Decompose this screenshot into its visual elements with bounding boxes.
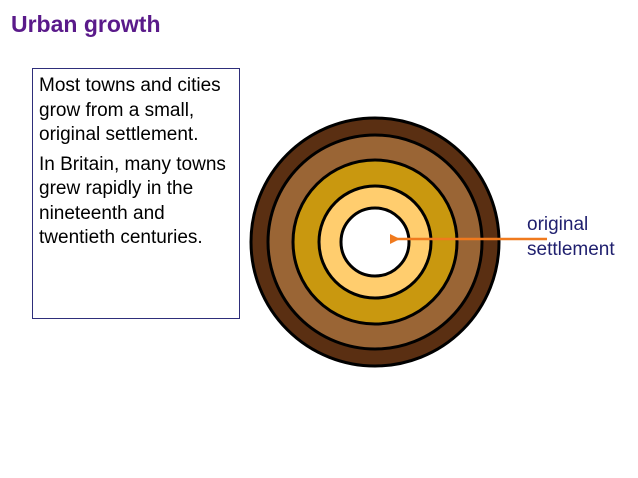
description-paragraph-1: Most towns and cities grow from a small,… [39,75,221,145]
label-line-2: settlement [527,239,615,260]
original-settlement-core [339,206,411,278]
original-settlement-label: original settlement [527,212,615,262]
slide-title: Urban growth [11,11,161,37]
description-paragraph-2: In Britain, many towns grew rapidly in t… [39,153,226,249]
description-text-box: Most towns and cities grow from a small,… [32,68,240,319]
label-line-1: original [527,214,589,235]
